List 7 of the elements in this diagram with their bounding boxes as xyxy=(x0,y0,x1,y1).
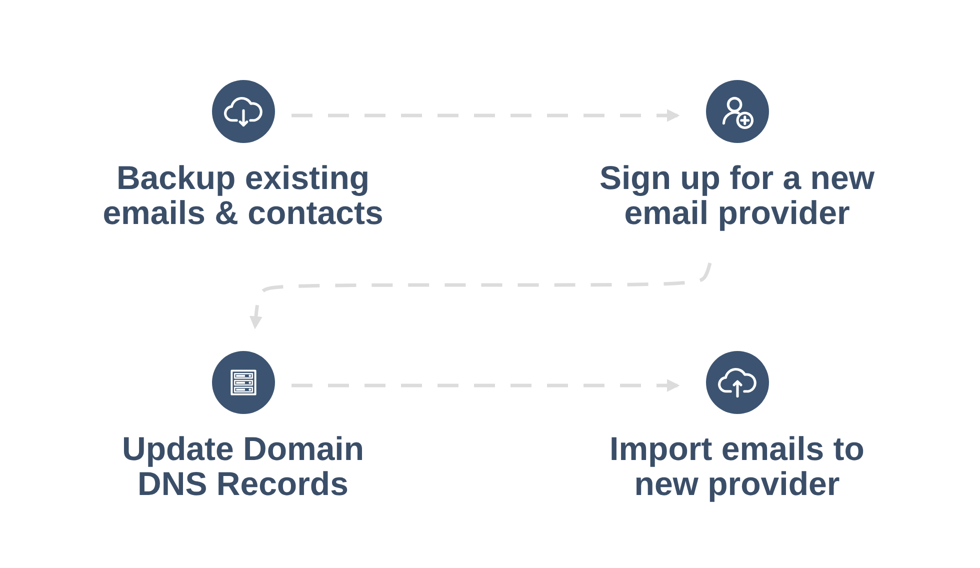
step-title: Update Domain DNS Records xyxy=(120,431,366,501)
arrow xyxy=(292,109,680,122)
step-title: Backup existing emails & contacts xyxy=(102,160,384,230)
step-title: Import emails to new provider xyxy=(608,431,866,501)
step-title: Sign up for a new email provider xyxy=(598,160,876,230)
arrow xyxy=(249,262,712,330)
arrow xyxy=(292,379,680,392)
